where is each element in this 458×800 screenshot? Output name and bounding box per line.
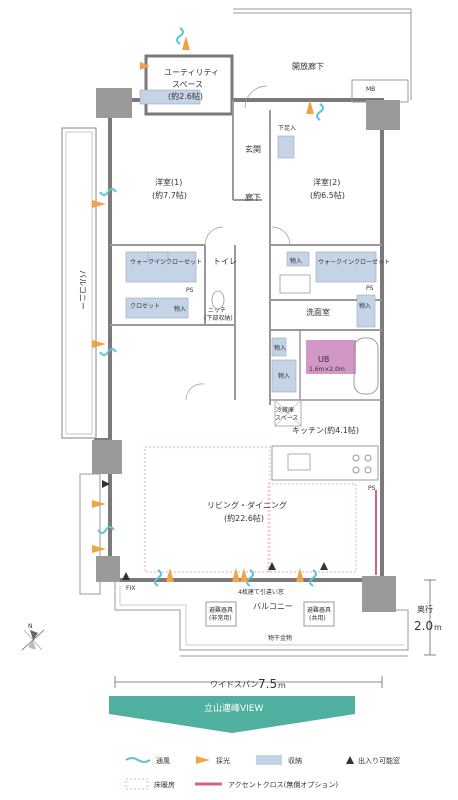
ub-side-storage-label: 物入	[274, 344, 286, 352]
western2-size: (約6.5帖)	[310, 190, 345, 200]
clothes-label: 物干金物	[268, 634, 292, 642]
living-size: (約22.6帖)	[224, 513, 264, 523]
span-value: 7.5	[258, 677, 277, 691]
pillar-top-right	[366, 100, 400, 130]
pillar-top-left	[96, 88, 132, 118]
depth-unit: m	[434, 623, 442, 632]
mb-label: MB	[366, 86, 375, 93]
floor-heating-area	[144, 446, 271, 573]
svg-text:N: N	[28, 623, 33, 630]
legend-wind: 通風	[156, 756, 170, 765]
western2-label: 洋室(2)	[313, 177, 340, 187]
front-balcony-label: バルコニー	[253, 602, 293, 611]
banner-text: 立山連峰VIEW	[204, 702, 263, 714]
pillar-mid-left	[92, 440, 122, 474]
fridge-label-2: スペース	[275, 415, 298, 422]
legend-light: 採光	[216, 756, 230, 765]
view-banner	[109, 696, 355, 733]
evac2-label-1: 避難器具	[307, 606, 331, 614]
evac1-label-2: (非常用)	[209, 614, 232, 622]
wic2-area	[315, 251, 377, 283]
closet-storage-label: 物入	[174, 305, 186, 313]
front-balcony-edge	[114, 580, 409, 651]
storage-legend-swatch	[256, 755, 282, 765]
wash-basin	[279, 274, 311, 294]
span-unit: m	[278, 681, 286, 690]
legend	[125, 755, 354, 790]
wic1-label: ウォークインクローゼット	[130, 258, 202, 266]
kitchen-storage-label: 物入	[278, 372, 290, 380]
entry-window-legend-icon	[346, 756, 354, 764]
light-arrows	[92, 36, 314, 582]
toilet-bowl	[211, 290, 225, 310]
ps-label: PS	[186, 287, 194, 294]
storage-ub-side	[271, 337, 287, 357]
compass-icon: N	[21, 623, 45, 651]
kitchen-label: キッチン(約4.1帖)	[292, 425, 359, 435]
entrance-label: 玄関	[245, 144, 261, 154]
western1-label: 洋室(1)	[155, 177, 182, 187]
floor-heating-legend-swatch	[125, 778, 149, 790]
side-balcony	[61, 127, 97, 439]
depth-label: 奥行	[417, 604, 433, 614]
pillar-note: 4枚建て引違い窓	[238, 588, 284, 596]
legend-floor-heating: 床暖房	[154, 780, 175, 789]
legend-storage: 収納	[288, 756, 302, 765]
evac2-label-2: (共用)	[309, 614, 326, 622]
closet-area	[125, 297, 189, 319]
evac2-box	[303, 601, 335, 627]
hallway-label: 廊下	[245, 192, 261, 202]
linen-area	[356, 294, 376, 328]
ub-label: UB	[318, 355, 329, 364]
utility-label-1: ユーティリティ	[164, 68, 219, 77]
span-label: ワイドスパン	[210, 680, 258, 689]
closet-label: クロゼット	[130, 302, 160, 310]
side-balcony-label: バルコニー	[78, 270, 87, 310]
niche-label-1: ニッチ	[208, 307, 226, 314]
toilet-label: トイレ	[213, 257, 237, 266]
shoe-storage-label: 下足入	[278, 125, 296, 132]
storage-kitchen-area	[271, 359, 297, 393]
storage-hall	[286, 251, 310, 267]
open-corridor-label: 開放廊下	[292, 61, 324, 71]
storage-hall-label: 物入	[290, 257, 302, 265]
unit-bath	[306, 340, 356, 374]
fridge-label-1: 冷蔵庫	[276, 406, 294, 414]
niche-label-2: (下部収納)	[204, 314, 233, 322]
western1-size: (約7.7帖)	[152, 190, 187, 200]
depth-value: 2.0	[414, 619, 433, 633]
utility-label-2: スペース	[172, 80, 203, 89]
pillar-bottom-right	[362, 576, 396, 612]
legend-accent: アクセントクロス(無償オプション)	[228, 780, 338, 789]
ps2-label: PS	[366, 285, 374, 292]
ps3-label: PS	[368, 485, 376, 492]
washroom-label: 洗面室	[306, 307, 330, 317]
ub-size: 1.6m×2.0m	[309, 366, 345, 373]
legend-entry-window: 出入り可能窓	[358, 756, 400, 765]
utility-label-3: (約2.6帖)	[168, 91, 203, 101]
wind-legend-icon	[125, 757, 151, 763]
entry-window-marks	[102, 480, 328, 580]
linen-label: 物入	[359, 302, 371, 310]
living-label: リビング・ダイニング	[207, 500, 287, 510]
fix-label: FIX	[126, 585, 135, 592]
wind-arrows	[97, 27, 324, 587]
kitchen-counter	[271, 445, 379, 481]
evac1-label-1: 避難器具	[209, 606, 233, 614]
evac1-box	[205, 601, 237, 627]
shoe-area	[277, 135, 295, 159]
wic2-label: ウォークインクローゼット	[318, 258, 390, 266]
light-legend-icon	[196, 756, 210, 764]
